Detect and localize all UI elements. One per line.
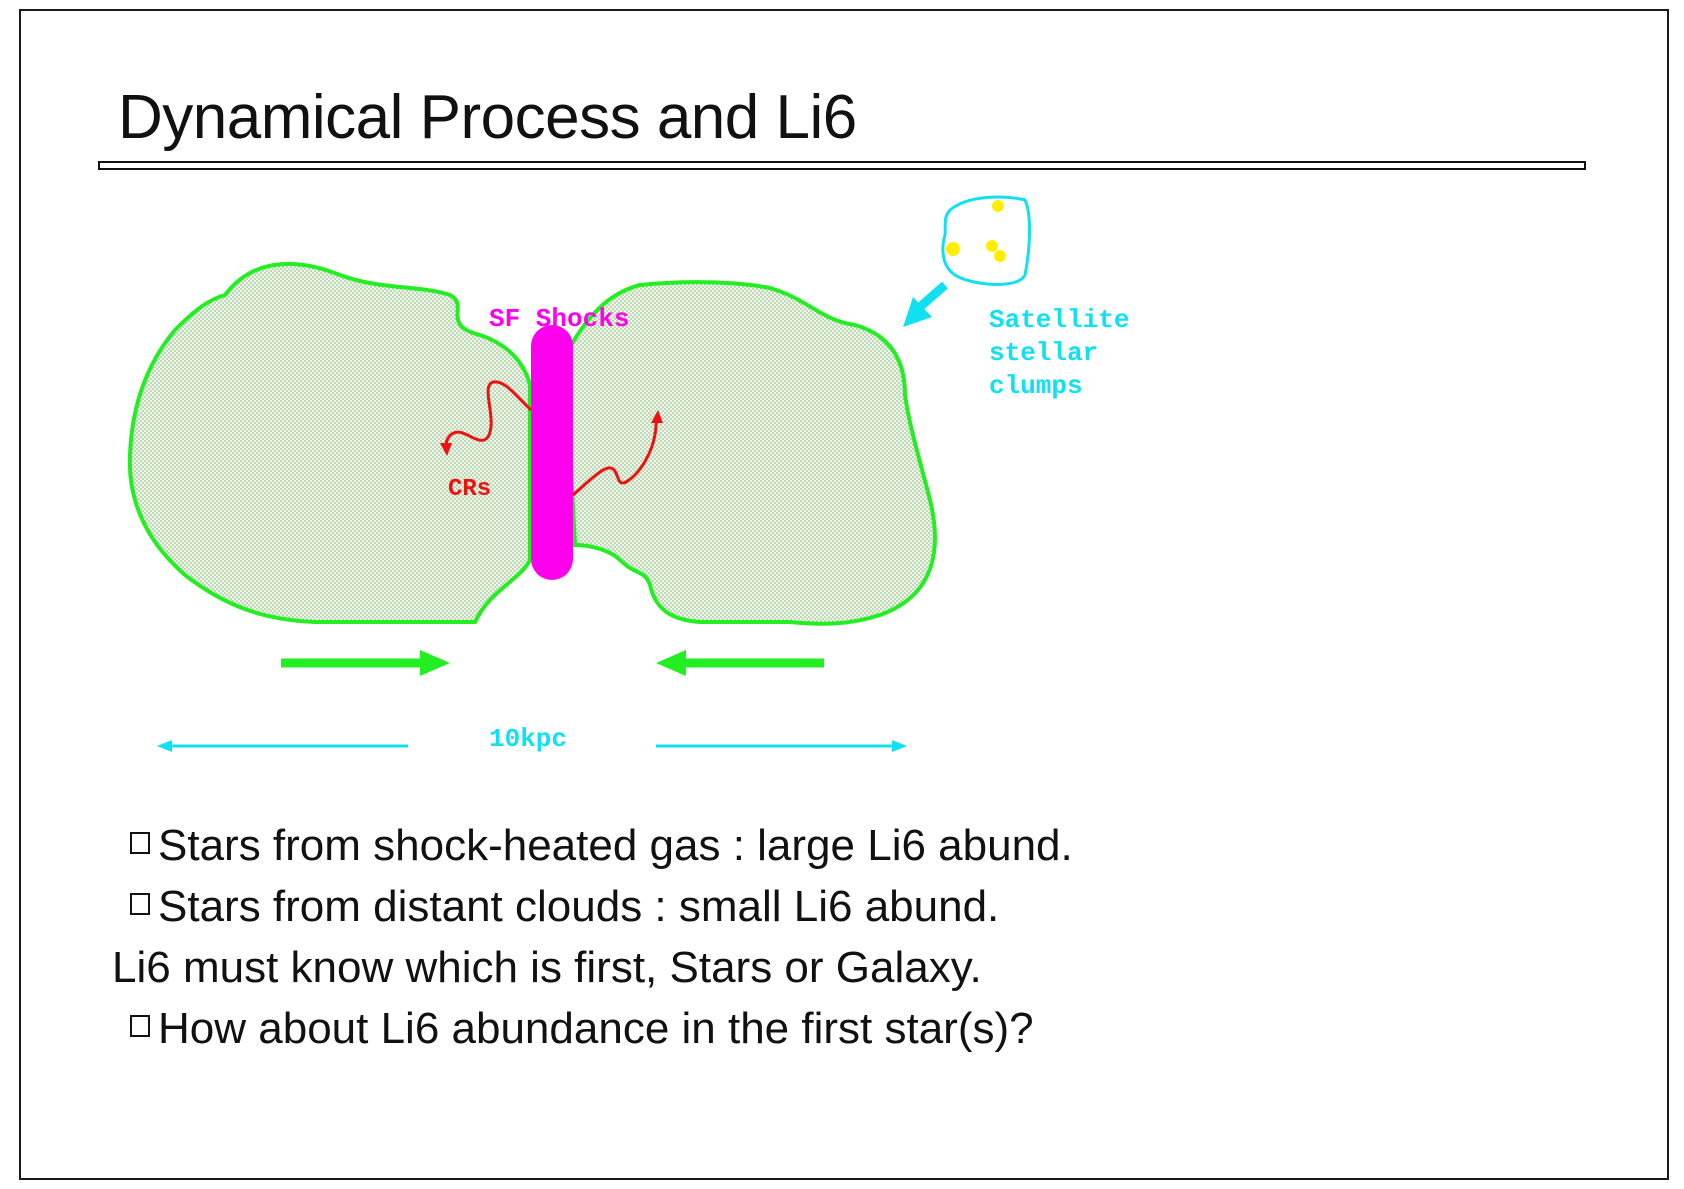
bullet-text: Stars from shock-heated gas : large Li6 … xyxy=(158,821,1073,870)
satellite-label-line1: Satellite xyxy=(989,305,1129,335)
satellite-clump xyxy=(994,250,1006,262)
sf-shocks-label: SF Shocks xyxy=(489,304,629,334)
bullet-item: Stars from distant clouds : small Li6 ab… xyxy=(112,876,1073,937)
satellite-clump xyxy=(986,240,998,252)
bullet-item: How about Li6 abundance in the first sta… xyxy=(112,998,1073,1059)
bullet-item: Stars from shock-heated gas : large Li6 … xyxy=(112,815,1073,876)
satellite-arrow-shaft xyxy=(918,281,948,310)
cosmic-ray-right xyxy=(572,417,659,497)
satellite-arrowhead xyxy=(903,297,932,327)
satellite-label-line2: stellar xyxy=(989,338,1098,368)
bullet-box-icon xyxy=(130,1015,150,1037)
bullet-text: Stars from distant clouds : small Li6 ab… xyxy=(158,882,1000,931)
bullet-list: Stars from shock-heated gas : large Li6 … xyxy=(112,815,1073,1059)
cosmic-ray-left xyxy=(444,380,533,450)
statement-line: Li6 must know which is first, Stars or G… xyxy=(112,937,1073,998)
satellite-label-line3: clumps xyxy=(989,371,1083,401)
title-underline xyxy=(98,161,1586,170)
slide-title: Dynamical Process and Li6 xyxy=(118,83,857,152)
bullet-box-icon xyxy=(130,893,150,915)
scale-label: 10kpc xyxy=(489,724,567,754)
scale-arrowhead-right xyxy=(892,740,907,752)
cosmic-ray-left-arrowhead xyxy=(440,443,452,456)
crs-label: CRs xyxy=(448,476,491,503)
satellite-outline xyxy=(941,195,1032,286)
right-galaxy xyxy=(562,280,937,626)
bullet-box-icon xyxy=(130,832,150,854)
shock-bar xyxy=(531,325,573,580)
statement-text: Li6 must know which is first, Stars or G… xyxy=(112,943,982,992)
bullet-text: How about Li6 abundance in the first sta… xyxy=(158,1004,1034,1053)
collision-arrow-right-head xyxy=(656,650,686,676)
satellite-clump xyxy=(992,200,1004,212)
satellite-clump xyxy=(946,242,960,256)
slide-frame xyxy=(19,9,1669,1180)
cosmic-ray-right-arrowhead xyxy=(651,410,663,423)
left-galaxy xyxy=(127,261,532,624)
scale-arrowhead-left xyxy=(157,740,172,752)
collision-arrow-left-head xyxy=(420,650,450,676)
